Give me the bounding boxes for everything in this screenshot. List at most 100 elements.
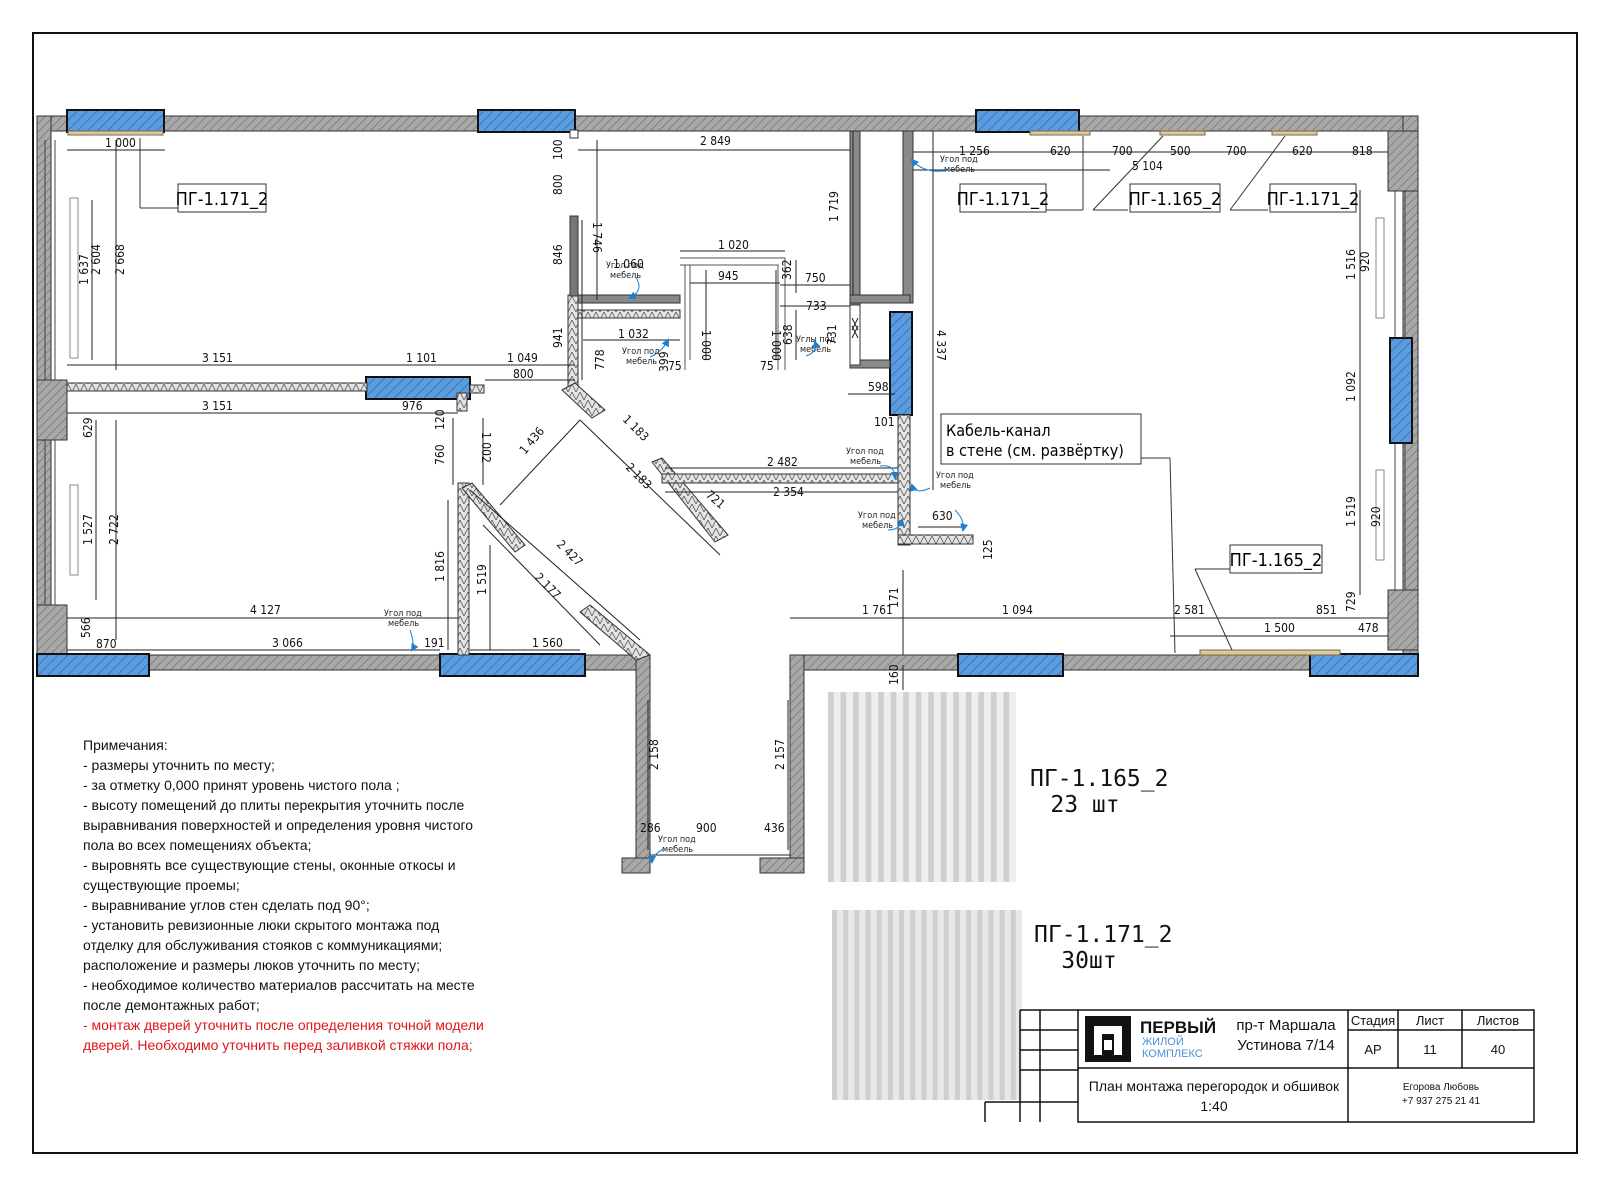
panel-165-qty: 23 шт [1050, 792, 1120, 818]
dim-1183: 1 183 [620, 412, 652, 444]
dim-851: 851 [1316, 603, 1337, 617]
panel-stripe [953, 692, 959, 882]
dim-2157: 2 157 [773, 739, 787, 770]
furniture-label-a1: Угол под [606, 261, 644, 271]
panel-stripe [865, 910, 871, 1100]
furniture-label-h1: Угол под [940, 155, 978, 165]
address: пр-т Маршала Устинова 7/14 [1228, 1016, 1344, 1056]
dim-3066: 3 066 [272, 636, 303, 650]
note-item: - необходимое количество материалов расс… [83, 977, 475, 993]
dim-436: 436 [764, 821, 785, 835]
dim-1516: 1 516 [1344, 249, 1358, 280]
dim-2604: 2 604 [89, 244, 103, 275]
tag-pg165-b: ПГ-1.165_2 [1230, 550, 1323, 571]
dim-2722: 2 722 [107, 514, 121, 545]
dim-598: 598 [868, 380, 889, 394]
dim-1746: 1 746 [590, 222, 604, 253]
panel-swatch-171 [832, 910, 1022, 1100]
stage-value: АР [1364, 1042, 1382, 1057]
phone: +7 937 275 21 41 [1401, 1096, 1481, 1107]
panel-stripe [928, 692, 934, 882]
tag-pg171-b: ПГ-1.171_2 [957, 189, 1050, 210]
dim-1101: 1 101 [406, 351, 437, 365]
dim-160: 160 [887, 664, 901, 685]
panel-stripe [865, 692, 872, 882]
panel-stripe [999, 910, 1005, 1100]
panel-171-qty: 30шт [1061, 948, 1117, 974]
logo-sub: ЖИЛОЙ КОМПЛЕКС [1142, 1036, 1203, 1060]
cable-label-line2: в стене (см. развёртку) [946, 441, 1124, 460]
dim-399: 399 [657, 351, 671, 372]
panel-stripe [828, 692, 834, 882]
dim-800-horizontal: 800 [513, 367, 534, 381]
panel-stripe [965, 692, 972, 882]
dim-1020: 1 020 [718, 238, 749, 252]
logo-line3: КОМПЛЕКС [1142, 1048, 1203, 1060]
dim-1519-right: 1 519 [1344, 496, 1358, 527]
dim-566: 566 [79, 617, 93, 638]
furniture-label-e1: Угол под [936, 471, 974, 481]
drawing-scale: 1:40 [1200, 1098, 1228, 1114]
sheet-header: Лист [1415, 1013, 1445, 1028]
dim-500: 500 [1170, 144, 1191, 158]
sheet-value: 11 [1423, 1042, 1437, 1057]
panel-stripe [943, 910, 949, 1100]
dim-100: 100 [551, 139, 565, 160]
panel-stripe [966, 910, 972, 1100]
dim-2354: 2 354 [773, 485, 804, 499]
author: Егорова Любовь [1402, 1082, 1480, 1093]
note-item: - выровнять все существующие стены, окон… [83, 857, 456, 873]
partitions [66, 129, 974, 661]
dim-1000-b: 1 000 [699, 330, 713, 361]
furniture-label-d2: мебель [850, 456, 881, 467]
corner-arrows [409, 158, 969, 864]
dim-125: 125 [981, 539, 995, 560]
furniture-labels: Угол под мебель Угол под мебель Углы под… [384, 155, 978, 855]
address-line2: Устинова 7/14 [1237, 1037, 1335, 1054]
dim-620-a: 620 [1050, 144, 1071, 158]
panel-stripe [876, 910, 882, 1100]
dim-1816: 1 816 [433, 551, 447, 582]
note-item: - за отметку 0,000 принят уровень чистог… [83, 777, 400, 793]
tag-leaders [139, 135, 1286, 654]
dim-638: 638 [781, 324, 795, 345]
note-item: после демонтажных работ; [83, 997, 260, 1013]
title-block [984, 1009, 1535, 1123]
panel-stripe [977, 910, 983, 1100]
note-item: расположение и размеры люков уточнить по… [83, 957, 421, 973]
note-item-red: - монтаж дверей уточнить после определен… [83, 1017, 484, 1033]
panel-stripe [940, 692, 947, 882]
tags: ПГ-1.171_2 ПГ-1.171_2 ПГ-1.165_2 ПГ-1.17… [176, 183, 1359, 574]
dim-721: 721 [703, 488, 728, 512]
dim-818: 818 [1352, 144, 1373, 158]
furniture-label-g2: мебель [388, 618, 419, 629]
note-item: пола во всех помещениях объекта; [83, 837, 312, 853]
dim-171: 171 [887, 587, 901, 608]
panel-stripe [903, 692, 909, 882]
note-item: - установить ревизионные люки скрытого м… [83, 917, 440, 933]
door-symbol [851, 317, 859, 339]
dim-3151-b: 3 151 [202, 399, 233, 413]
furniture-label-e2: мебель [940, 480, 971, 491]
cable-label-line1: Кабель-канал [946, 421, 1051, 440]
dim-1527: 1 527 [81, 514, 95, 545]
panel-165-name: ПГ-1.165_2 [1030, 766, 1169, 792]
furniture-label-i2: мебель [662, 844, 693, 855]
stage-header: Стадия [1350, 1013, 1396, 1028]
dim-729: 729 [1344, 591, 1358, 612]
dim-1256: 1 256 [959, 144, 990, 158]
dim-101: 101 [874, 415, 895, 429]
dim-2158: 2 158 [647, 739, 661, 770]
panel-stripe [1003, 692, 1010, 882]
logo-line1: ПЕРВЫЙ [1140, 1018, 1217, 1037]
dim-362: 362 [780, 259, 794, 280]
note-item: существующие проемы; [83, 877, 240, 893]
panel-stripe [921, 910, 927, 1100]
furniture-label-f1: Угол под [858, 511, 896, 521]
panel-stripe [887, 910, 893, 1100]
dimension-lines [66, 131, 1388, 856]
dim-1000-c: 1 000 [769, 330, 783, 361]
dim-3151-a: 3 151 [202, 351, 233, 365]
dim-1000: 1 000 [105, 136, 136, 150]
panel-stripe [899, 910, 905, 1100]
